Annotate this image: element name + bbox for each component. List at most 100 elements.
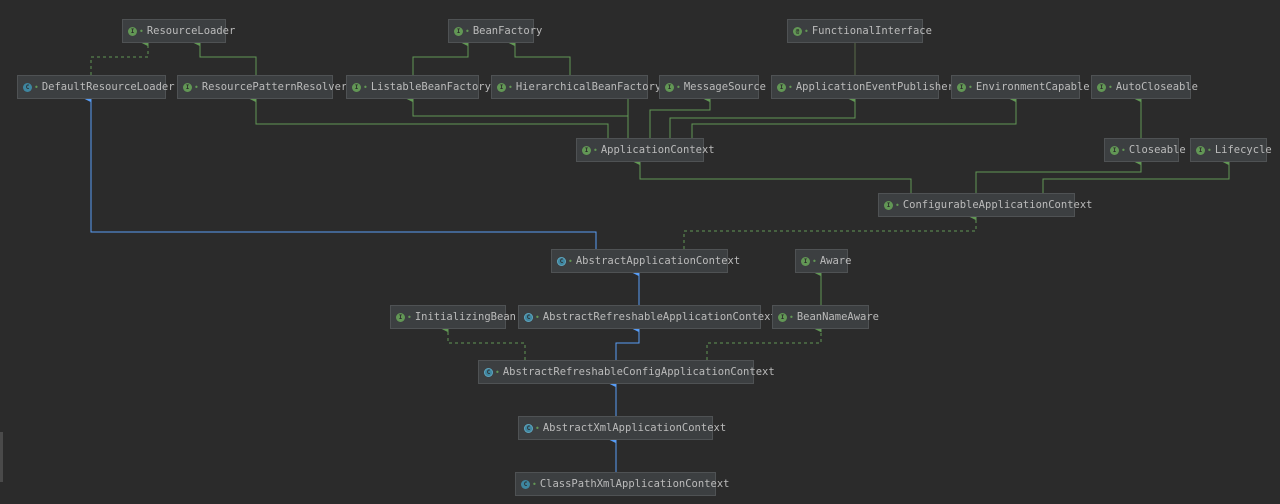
node-abstract-xml-application-context[interactable]: C•AbstractXmlApplicationContext [518, 416, 726, 440]
edge-line [975, 158, 1142, 193]
node-aware[interactable]: I•Aware [795, 249, 851, 273]
edge-line [691, 95, 1017, 138]
node-listable-bean-factory[interactable]: I•ListableBeanFactory [346, 75, 491, 99]
node-label: HierarchicalBeanFactory [515, 81, 662, 93]
node-label: DefaultResourceLoader [41, 81, 175, 93]
abstract-class-icon: C [557, 256, 566, 266]
edge-line [406, 95, 629, 138]
node-label: AbstractXmlApplicationContext [542, 422, 727, 434]
node-resource-pattern-resolver[interactable]: I•ResourcePatternResolver [177, 75, 347, 99]
node-label: AbstractApplicationContext [575, 255, 741, 267]
public-visibility-icon: • [593, 145, 598, 155]
node-hierarchical-bean-factory[interactable]: I•HierarchicalBeanFactory [491, 75, 661, 99]
interface-icon: I [454, 26, 463, 36]
public-visibility-icon: • [804, 26, 809, 36]
edge-line [633, 158, 912, 193]
node-abstract-application-context[interactable]: C•AbstractApplicationContext [551, 249, 740, 273]
scrollbar-marker [0, 432, 3, 482]
public-visibility-icon: • [407, 312, 412, 322]
abstract-class-icon: C [484, 367, 493, 377]
node-abstract-refreshable-application-context[interactable]: C•AbstractRefreshableApplicationContext [518, 305, 777, 329]
interface-icon: I [183, 82, 192, 92]
node-lifecycle[interactable]: I•Lifecycle [1190, 138, 1272, 162]
interface-icon: I [396, 312, 405, 322]
interface-icon: I [1110, 145, 1119, 155]
edge-line [249, 95, 609, 138]
edge-line [683, 213, 977, 249]
public-visibility-icon: • [895, 200, 900, 210]
interface-icon: I [957, 82, 966, 92]
node-label: AutoCloseable [1115, 81, 1199, 93]
node-application-event-publisher[interactable]: I•ApplicationEventPublisher [771, 75, 954, 99]
public-visibility-icon: • [508, 82, 513, 92]
public-visibility-icon: • [465, 26, 470, 36]
edge-line [508, 39, 571, 75]
edges-layer [84, 39, 1230, 472]
annotation-icon: @ [793, 26, 802, 36]
node-label: BeanFactory [472, 25, 543, 37]
public-visibility-icon: • [363, 82, 368, 92]
node-label: ApplicationEventPublisher [795, 81, 954, 93]
edge-line [649, 95, 711, 138]
edge-line [1042, 158, 1230, 193]
node-configurable-application-context[interactable]: I•ConfigurableApplicationContext [878, 193, 1092, 217]
edge-line [441, 325, 526, 360]
public-visibility-icon: • [1207, 145, 1212, 155]
interface-icon: I [778, 312, 787, 322]
node-label: FunctionalInterface [811, 25, 932, 37]
edge-line [615, 325, 640, 360]
node-default-resource-loader[interactable]: C•DefaultResourceLoader [17, 75, 175, 99]
public-visibility-icon: • [568, 256, 573, 266]
node-functional-interface[interactable]: @•FunctionalInterface [787, 19, 932, 43]
edge-line [669, 95, 856, 138]
interface-icon: I [1097, 82, 1106, 92]
node-resource-loader[interactable]: I•ResourceLoader [122, 19, 235, 43]
node-application-context[interactable]: I•ApplicationContext [576, 138, 715, 162]
node-bean-factory[interactable]: I•BeanFactory [448, 19, 542, 43]
edge-line [193, 39, 257, 75]
edge-line [412, 39, 469, 75]
edge-line [90, 39, 149, 75]
node-label: BeanNameAware [796, 311, 880, 323]
node-auto-closeable[interactable]: I•AutoCloseable [1091, 75, 1198, 99]
public-visibility-icon: • [788, 82, 793, 92]
node-label: EnvironmentCapable [975, 81, 1090, 93]
node-label: MessageSource [683, 81, 767, 93]
abstract-class-icon: C [524, 312, 533, 322]
node-initializing-bean[interactable]: I•InitializingBean [390, 305, 516, 329]
class-icon: C [521, 479, 530, 489]
node-label: Closeable [1128, 144, 1186, 156]
public-visibility-icon: • [535, 423, 540, 433]
edge-line [706, 325, 822, 360]
abstract-class-icon: C [524, 423, 533, 433]
public-visibility-icon: • [1108, 82, 1113, 92]
public-visibility-icon: • [34, 82, 39, 92]
interface-icon: I [582, 145, 591, 155]
public-visibility-icon: • [676, 82, 681, 92]
node-environment-capable[interactable]: I•EnvironmentCapable [951, 75, 1090, 99]
public-visibility-icon: • [495, 367, 500, 377]
interface-icon: I [1196, 145, 1205, 155]
edge-line [84, 95, 597, 249]
interface-icon: I [801, 256, 810, 266]
public-visibility-icon: • [812, 256, 817, 266]
class-icon: C [23, 82, 32, 92]
node-message-source[interactable]: I•MessageSource [659, 75, 766, 99]
node-class-path-xml-application-context[interactable]: C•ClassPathXmlApplicationContext [515, 472, 729, 496]
public-visibility-icon: • [1121, 145, 1126, 155]
interface-icon: I [884, 200, 893, 210]
public-visibility-icon: • [968, 82, 973, 92]
node-abstract-refreshable-config-application-context[interactable]: C•AbstractRefreshableConfigApplicationCo… [478, 360, 775, 384]
public-visibility-icon: • [194, 82, 199, 92]
node-bean-name-aware[interactable]: I•BeanNameAware [772, 305, 879, 329]
node-closeable[interactable]: I•Closeable [1104, 138, 1186, 162]
interface-icon: I [497, 82, 506, 92]
node-label: ApplicationContext [600, 144, 715, 156]
interface-icon: I [352, 82, 361, 92]
interface-icon: I [665, 82, 674, 92]
node-label: ResourceLoader [146, 25, 236, 37]
node-label: Lifecycle [1214, 144, 1272, 156]
node-label: AbstractRefreshableConfigApplicationCont… [502, 366, 775, 378]
node-label: ListableBeanFactory [370, 81, 491, 93]
